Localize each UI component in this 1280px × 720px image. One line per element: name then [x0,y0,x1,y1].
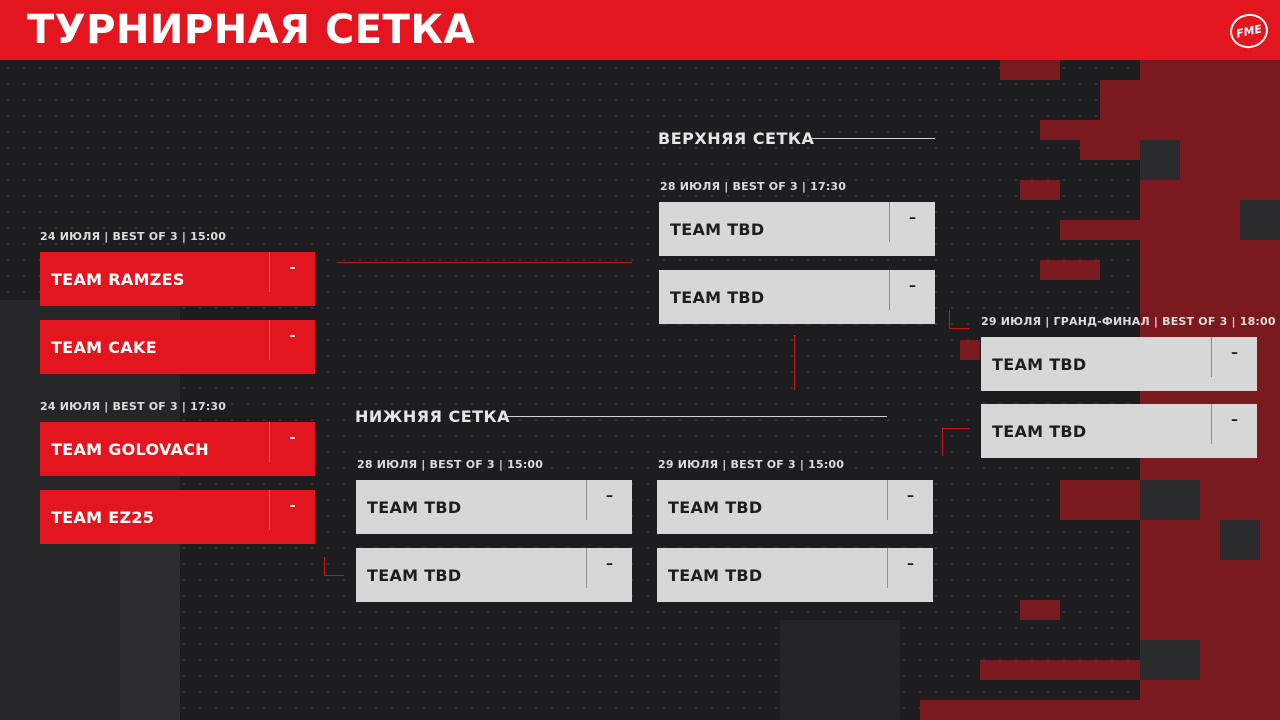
team-slot[interactable]: TEAM TBD – [659,202,935,256]
team-name: TEAM TBD [668,497,763,517]
connector-line [942,428,970,429]
team-name: TEAM TBD [670,287,765,307]
background-red-block [980,660,1140,680]
upper-bracket-title: ВЕРХНЯЯ СЕТКА [658,129,815,148]
team-score: – [1231,412,1238,428]
team-name: TEAM TBD [668,565,763,585]
team-name: TEAM TBD [992,421,1087,441]
score-divider [889,202,890,242]
team-slot[interactable]: TEAM TBD – [657,548,933,602]
connector-line [794,335,795,390]
score-divider [269,490,270,530]
background-red-block [1060,480,1140,520]
background-dark-block [1240,200,1280,240]
team-score: - [289,328,296,344]
connector-line [949,310,950,328]
background-red-block [1020,600,1060,620]
score-divider [586,548,587,588]
score-divider [586,480,587,520]
lower-bracket-rule [506,416,887,417]
score-divider [887,548,888,588]
team-score: – [606,556,613,572]
upper-bracket-rule [809,138,935,139]
background-red-block [1020,180,1060,200]
team-slot[interactable]: TEAM GOLOVACH - [40,422,315,476]
team-slot[interactable]: TEAM RAMZES - [40,252,315,306]
background-dark-block [1140,640,1200,680]
team-slot[interactable]: TEAM TBD – [356,548,632,602]
team-score: - [289,260,296,276]
background-red-block [1100,80,1140,140]
score-divider [889,270,890,310]
team-name: TEAM RAMZES [51,269,185,289]
team-slot[interactable]: TEAM TBD – [659,270,935,324]
background-dark-block [1140,140,1180,180]
team-score: – [907,488,914,504]
fme-logo: FME [1226,10,1272,52]
team-name: TEAM TBD [670,219,765,239]
team-slot[interactable]: TEAM TBD – [981,404,1257,458]
team-name: TEAM TBD [367,565,462,585]
lower-bracket-title: НИЖНЯЯ СЕТКА [355,407,511,426]
match-info: 24 ИЮЛЯ | BEST OF 3 | 15:00 [40,230,227,243]
match-info: 29 ИЮЛЯ | BEST OF 3 | 15:00 [658,458,845,471]
background-red-block [920,700,1140,720]
team-name: TEAM CAKE [51,337,157,357]
connector-line [949,328,969,329]
match-info: 24 ИЮЛЯ | BEST OF 3 | 17:30 [40,400,227,413]
team-slot[interactable]: TEAM TBD – [981,337,1257,391]
team-slot[interactable]: TEAM CAKE - [40,320,315,374]
background-gray-block [120,540,180,720]
team-score: - [289,430,296,446]
team-slot[interactable]: TEAM TBD – [657,480,933,534]
team-slot[interactable]: TEAM EZ25 - [40,490,315,544]
score-divider [1211,404,1212,444]
background-red-block [1000,60,1060,80]
team-name: TEAM TBD [367,497,462,517]
match-info: 28 ИЮЛЯ | BEST OF 3 | 17:30 [660,180,847,193]
team-name: TEAM GOLOVACH [51,439,209,459]
page-title: ТУРНИРНАЯ СЕТКА [27,7,475,53]
team-score: – [606,488,613,504]
background-red-block [960,340,980,360]
match-info: 28 ИЮЛЯ | BEST OF 3 | 15:00 [357,458,544,471]
connector-line [324,557,325,575]
background-dark-block [1220,520,1260,560]
background-red-block [1040,260,1100,280]
header-bar: ТУРНИРНАЯ СЕТКА FME [0,0,1280,60]
background-dark-block [1140,480,1200,520]
background-red-block [1080,140,1140,160]
background-red-block [1040,120,1100,140]
team-score: - [289,498,296,514]
connector-line [337,262,632,263]
score-divider [887,480,888,520]
background-gray-block [780,620,900,720]
connector-line [942,428,943,456]
team-score: – [909,210,916,226]
team-score: – [909,278,916,294]
score-divider [1211,337,1212,377]
score-divider [269,252,270,292]
team-name: TEAM EZ25 [51,507,155,527]
team-name: TEAM TBD [992,354,1087,374]
team-score: – [907,556,914,572]
team-score: – [1231,345,1238,361]
score-divider [269,320,270,360]
match-info: 29 ИЮЛЯ | ГРАНД-ФИНАЛ | BEST OF 3 | 18:0… [981,315,1276,328]
background-red-block [1060,220,1140,240]
score-divider [269,422,270,462]
connector-line [324,575,344,576]
team-slot[interactable]: TEAM TBD – [356,480,632,534]
